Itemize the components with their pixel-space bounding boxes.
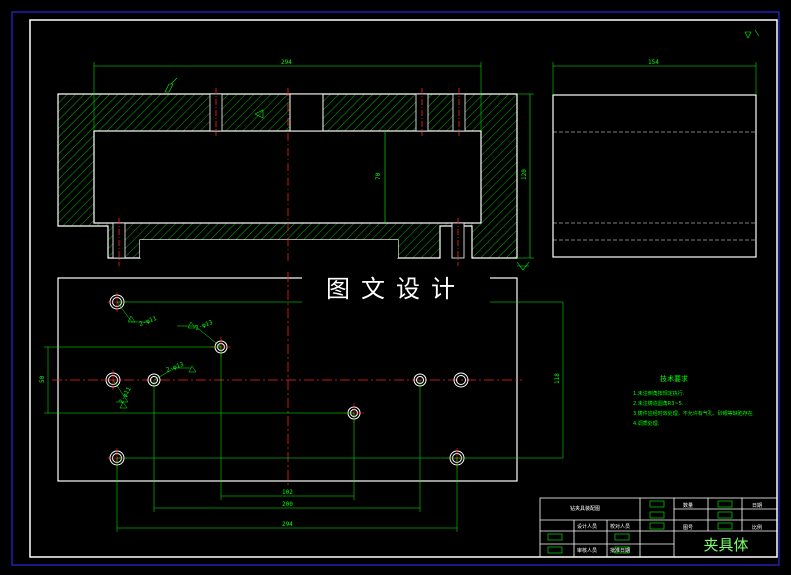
title-block-cell-date: 日期 [752,503,762,509]
dim-span-2: 200 [282,501,293,508]
title-block [539,497,778,558]
title-block-drawing-name: 钻夹具装配图 [570,505,600,512]
dim-height-total: 120 [521,169,528,180]
dim-span-1: 102 [282,489,293,496]
hole-label-3: 2-φ13 [165,361,185,374]
dim-span-3: 294 [282,521,293,528]
dim-hole-offset: 50 [39,375,46,383]
hole-label-2: 2-φ13 [194,319,214,332]
tech-requirement-4: 4.调质处理. [633,421,660,427]
dim-front-width: 294 [281,59,292,66]
sheet-border [11,11,780,566]
tech-requirement-2: 2.未注铸造圆角R3~5. [633,401,684,407]
title-block-cell-designer: 设计人员 [577,523,597,530]
dim-inner-height: 70 [375,172,382,180]
tech-requirements-title: 技术要求 [660,375,688,383]
dim-side-width: 154 [648,59,659,66]
hole-label-1: 2-φ11 [138,315,158,328]
watermark-text: 图文设计 [302,272,490,306]
tech-requirement-1: 1.未注倒角按规定执行. [633,391,685,397]
title-block-cell-approval: 批准日期 [610,547,630,554]
title-block-cell-drawing-no: 图号 [683,525,693,531]
title-block-cell-checker: 校对人员 [610,523,630,530]
title-block-cell-quantity: 数量 [683,502,693,509]
tech-requirement-3: 3.铸件应经时效处理，不允许有气孔、砂眼等缺陷存在. [633,411,755,417]
side-view [552,62,757,258]
title-block-cell-reviewer: 审核人员 [577,547,597,554]
dim-plan-height: 118 [554,373,561,384]
hole-label-4: 2-φ11 [118,386,133,405]
part-name: 夹具体 [703,536,749,554]
front-section-view [57,29,760,271]
frame-border [29,19,778,558]
title-block-cell-scale: 比例 [752,524,762,531]
